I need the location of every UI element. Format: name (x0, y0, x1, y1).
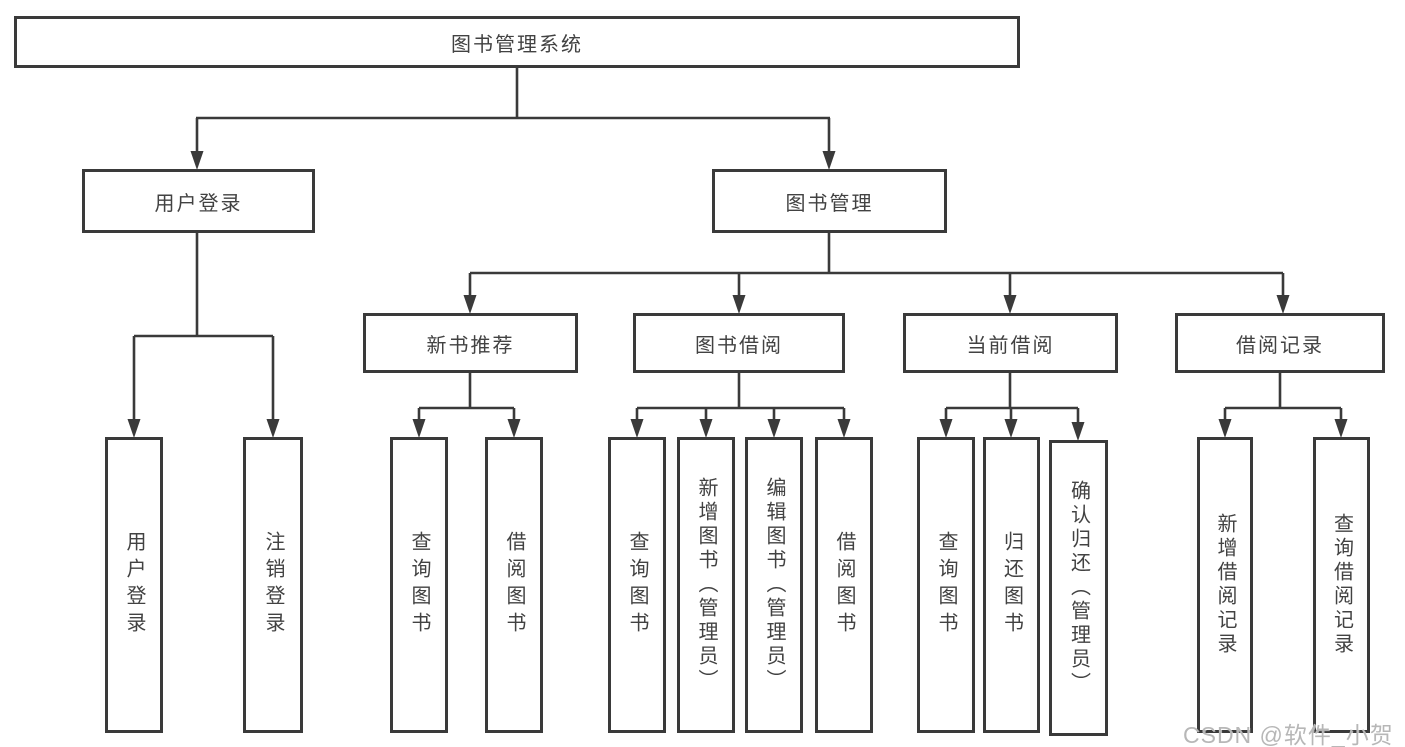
connector-newbook-to-leaves (417, 373, 516, 422)
csdn-watermark: CSDN @软件_小贺同学 (1183, 722, 1394, 747)
arrowheads-newbook-leaves (412, 419, 521, 438)
arrowheads-current-leaves (939, 419, 1085, 441)
arrowheads-level1 (190, 151, 836, 170)
node-leaf-query-books-3: 查询图书 (917, 437, 975, 733)
node-current-borrowing: 当前借阅 (903, 313, 1118, 373)
connector-root-to-level1 (195, 68, 831, 154)
arrowheads-records-leaves (1218, 419, 1348, 438)
node-leaf-edit-books-admin: 编辑图书（管理员） (745, 437, 803, 733)
node-book-borrowing: 图书借阅 (633, 313, 845, 373)
connector-current-to-leaves (944, 373, 1080, 425)
node-leaf-return-books: 归还图书 (983, 437, 1040, 733)
node-leaf-query-books-2: 查询图书 (608, 437, 666, 733)
node-leaf-query-borrow-record: 查询借阅记录 (1313, 437, 1370, 733)
connector-login-to-leaves (132, 233, 275, 422)
arrowheads-login-leaves (127, 419, 280, 438)
node-user-login-branch: 用户登录 (82, 169, 315, 233)
node-leaf-confirm-return-admin: 确认归还（管理员） (1049, 440, 1108, 736)
node-leaf-logout: 注销登录 (243, 437, 303, 733)
connector-borrow-to-leaves (635, 373, 846, 422)
node-leaf-borrow-books: 借阅图书 (485, 437, 543, 733)
node-leaf-user-login: 用户登录 (105, 437, 163, 733)
node-leaf-query-books: 查询图书 (390, 437, 448, 733)
node-borrowing-records: 借阅记录 (1175, 313, 1385, 373)
connector-records-to-leaves (1223, 373, 1343, 422)
node-book-management-branch: 图书管理 (712, 169, 947, 233)
node-leaf-borrow-books-2: 借阅图书 (815, 437, 873, 733)
node-library-management-system: 图书管理系统 (14, 16, 1020, 68)
arrowheads-borrow-leaves (630, 419, 851, 438)
node-new-book-recommendation: 新书推荐 (363, 313, 578, 373)
connector-bookmgmt-to-level2 (468, 233, 1285, 298)
node-leaf-add-borrow-record: 新增借阅记录 (1197, 437, 1253, 733)
node-leaf-add-books-admin: 新增图书（管理员） (677, 437, 735, 733)
arrowheads-level2 (463, 295, 1290, 314)
